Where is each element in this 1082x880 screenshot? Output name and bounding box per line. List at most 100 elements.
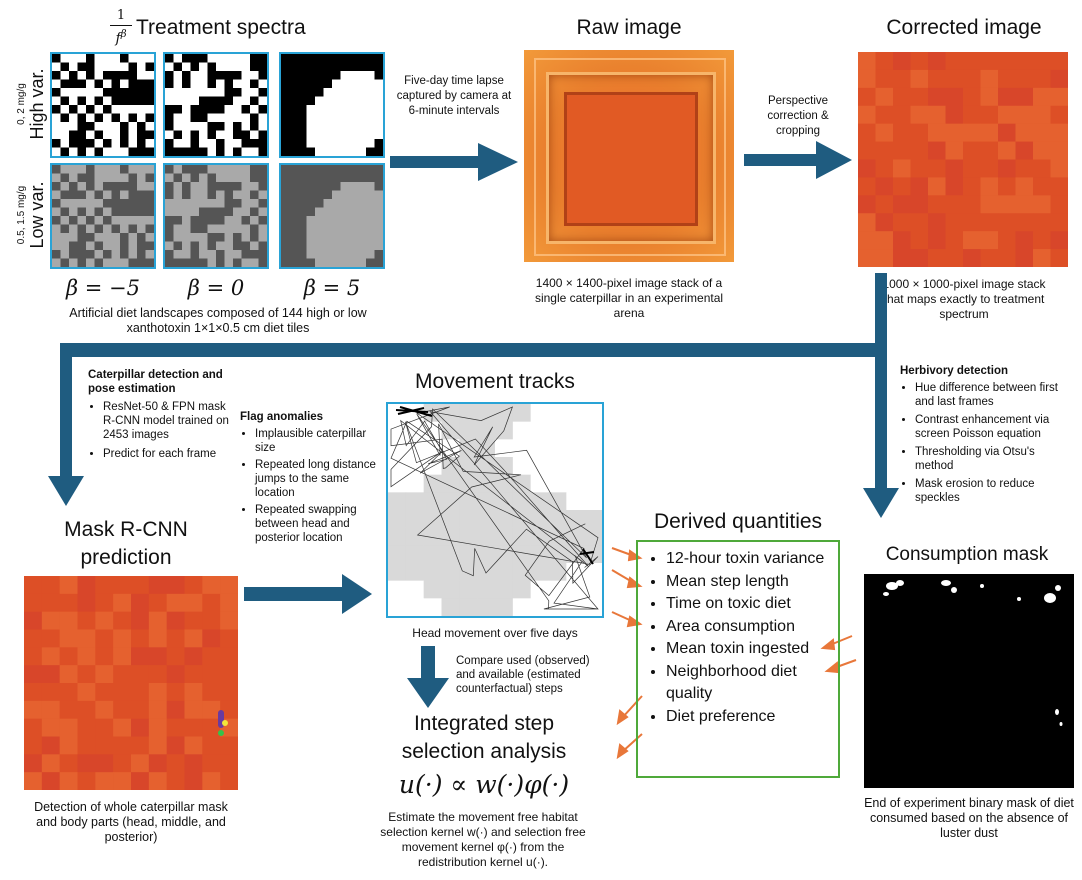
diet-tile (52, 62, 61, 72)
track-tile (584, 527, 602, 546)
diet-tile (103, 207, 112, 217)
image-tile (1033, 87, 1051, 107)
diet-tile (315, 199, 324, 208)
diet-tile (111, 62, 121, 72)
diet-tile (366, 147, 375, 156)
track-tile (566, 580, 585, 599)
image-tile (893, 177, 911, 196)
diet-tile (298, 139, 307, 148)
diet-tile (207, 199, 217, 208)
image-tile (77, 576, 96, 595)
diet-tile (86, 139, 95, 148)
diet-tile (52, 165, 61, 174)
image-tile (910, 141, 929, 160)
diet-tile (289, 79, 299, 89)
track-tile (477, 545, 496, 564)
image-tile (910, 177, 929, 196)
image-tile (148, 647, 167, 666)
diet-tile (207, 62, 217, 72)
diet-tile (52, 233, 61, 242)
diet-tile (258, 207, 267, 217)
image-tile (1033, 105, 1051, 124)
track-tile (584, 474, 602, 493)
diet-tile (366, 216, 375, 225)
diet-tile (137, 122, 146, 131)
diet-tile (128, 233, 138, 242)
diet-tile (173, 216, 183, 225)
track-tile (548, 492, 567, 511)
diet-tile (281, 165, 290, 174)
track-tile (459, 421, 478, 440)
grid-low-beta-neg5 (50, 163, 156, 269)
diet-tile (258, 105, 267, 114)
diet-tile (332, 130, 341, 140)
image-tile (858, 159, 876, 178)
diet-tile (120, 241, 129, 251)
diet-tile (199, 199, 208, 208)
image-tile (202, 665, 221, 684)
diet-tile (199, 224, 208, 234)
track-tile (423, 527, 442, 546)
diet-tile (120, 147, 129, 156)
diet-tile (289, 165, 299, 174)
derived-box: 12-hour toxin variance Mean step length … (636, 540, 840, 778)
diet-tile (289, 147, 299, 156)
diet-tile (199, 122, 208, 131)
diet-tile (60, 96, 70, 106)
diet-tile (199, 207, 208, 217)
image-tile (131, 718, 150, 737)
diet-tile (289, 250, 299, 259)
diet-tile (366, 224, 375, 234)
diet-tile (120, 173, 129, 183)
diet-tile (94, 190, 104, 200)
image-tile (131, 576, 150, 595)
image-tile (220, 593, 238, 612)
image-tile (166, 647, 185, 666)
diet-tile (366, 241, 375, 251)
diet-tile (207, 71, 217, 80)
diet-tile (77, 130, 87, 140)
diet-tile (306, 62, 316, 72)
diet-tile (128, 122, 138, 131)
diet-tile (298, 79, 307, 89)
diet-tile (216, 96, 225, 106)
image-tile (928, 123, 946, 142)
diet-tile (374, 139, 383, 148)
diet-tile (298, 258, 307, 267)
diet-tile (111, 147, 121, 156)
herbivory-list: Hue difference between first and last fr… (900, 381, 1060, 505)
diet-tile (233, 250, 242, 259)
raw-caption: 1400 × 1400-pixel image stack of a singl… (534, 276, 724, 320)
diet-tile (182, 190, 191, 200)
diet-tile (323, 190, 333, 200)
image-tile (113, 647, 132, 666)
diet-tile (366, 96, 375, 106)
diet-tile (332, 122, 341, 131)
diet-tile (349, 122, 358, 131)
track-tile (477, 439, 496, 458)
diet-tile (250, 258, 259, 267)
diet-tile (145, 122, 154, 131)
diet-tile (86, 233, 95, 242)
diet-tile (315, 241, 324, 251)
diet-tile (289, 233, 299, 242)
spectra-title-group: 1 fβ Treatment spectra (108, 8, 338, 54)
image-tile (166, 683, 185, 702)
image-tile (1015, 195, 1034, 214)
diet-tile (281, 250, 290, 259)
diet-tile (366, 62, 375, 72)
diet-tile (224, 71, 234, 80)
image-tile (928, 195, 946, 214)
image-tile (945, 249, 964, 267)
diet-tile (128, 199, 138, 208)
diet-tile (60, 250, 70, 259)
diet-tile (216, 54, 225, 63)
consumption-caption: End of experiment binary mask of diet co… (864, 796, 1074, 840)
track-tile (388, 545, 407, 564)
image-tile (893, 195, 911, 214)
image-tile (980, 52, 999, 71)
track-tile (566, 457, 585, 475)
diet-tile (52, 96, 61, 106)
diet-tile (182, 207, 191, 217)
diet-tile (120, 122, 129, 131)
